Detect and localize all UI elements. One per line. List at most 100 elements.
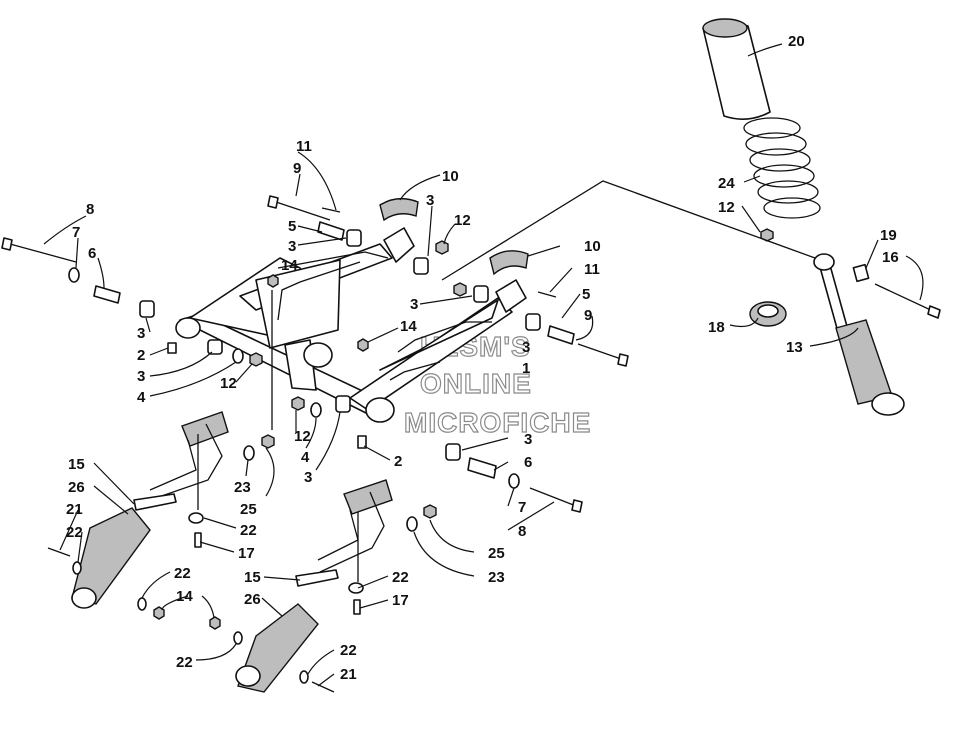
hardware-left — [1, 195, 449, 430]
washer-23-left — [243, 445, 255, 461]
bolt-17-left — [194, 532, 202, 548]
leader-lines — [43, 43, 924, 687]
callout-12: 12 — [454, 212, 471, 229]
bushing-3-c — [346, 229, 362, 247]
bolt-21-left — [47, 547, 71, 557]
strap-15-left — [133, 493, 177, 511]
callout-14: 14 — [176, 588, 193, 605]
linkage-rod-left — [277, 251, 389, 269]
bump-stop-10-lower — [489, 250, 529, 276]
callout-25: 25 — [240, 501, 257, 518]
callout-26: 26 — [68, 479, 85, 496]
callout-13: 13 — [786, 339, 803, 356]
callout-17: 17 — [238, 545, 255, 562]
bushing-3-g — [335, 395, 351, 413]
washer-22-f — [299, 670, 309, 684]
bolt-9-upper — [275, 201, 331, 221]
washer-22-e — [348, 582, 364, 594]
callout-3: 3 — [137, 368, 145, 385]
washer-22-a — [72, 561, 82, 575]
callout-18: 18 — [708, 319, 725, 336]
watermark-line-2: ONLINE — [420, 368, 532, 399]
callout-3: 3 — [524, 431, 532, 448]
callout-3: 3 — [288, 238, 296, 255]
upper-pivot-right — [495, 279, 527, 313]
callout-16: 16 — [882, 249, 899, 266]
callout-11: 11 — [584, 261, 600, 278]
callout-6: 6 — [524, 454, 532, 471]
shock-mount-line — [441, 180, 816, 281]
nut-12-lower — [291, 396, 305, 411]
washer-22-d — [233, 631, 243, 645]
callout-22: 22 — [340, 642, 357, 659]
callout-3: 3 — [426, 192, 434, 209]
strap-15-right — [295, 569, 339, 587]
callout-3: 3 — [410, 296, 418, 313]
shock-bottom-eye — [871, 392, 905, 416]
callout-21: 21 — [66, 501, 83, 518]
washer-23-right — [406, 516, 418, 532]
bushing-3-e — [473, 285, 489, 303]
callout-8: 8 — [518, 523, 526, 540]
callouts: 8 7 6 3 2 3 4 12 14 11 9 5 3 10 3 12 10 … — [66, 33, 899, 683]
pin-11-right — [537, 291, 557, 298]
callout-23: 23 — [488, 569, 505, 586]
washer-4-right — [310, 402, 322, 418]
callout-7-left: 7 — [72, 224, 80, 241]
callout-4: 4 — [137, 389, 146, 406]
callout-22: 22 — [392, 569, 409, 586]
shock-spring — [743, 117, 821, 219]
bolt-8-right — [529, 487, 577, 507]
bushing-3-a — [139, 300, 155, 318]
callout-19: 19 — [880, 227, 897, 244]
nut-14-left — [267, 274, 279, 288]
bushing-3-h — [445, 443, 461, 461]
callout-4: 4 — [301, 449, 310, 466]
pin-11-upper — [321, 207, 341, 213]
callout-15: 15 — [244, 569, 261, 586]
shock-boot-top — [702, 18, 748, 38]
callout-12-shock: 12 — [718, 199, 735, 216]
bolt-8-left — [9, 243, 77, 263]
nut-12-right — [453, 282, 467, 297]
nut-12-upper — [435, 240, 449, 255]
callout-22: 22 — [174, 565, 191, 582]
callout-8-left: 8 — [86, 201, 94, 218]
bolt-16 — [874, 283, 936, 313]
callout-9: 9 — [584, 307, 592, 324]
callout-10: 10 — [442, 168, 459, 185]
callout-3: 3 — [304, 469, 312, 486]
linkage-rod-right — [397, 321, 492, 353]
spacer-6-right — [467, 457, 497, 479]
callout-25: 25 — [488, 545, 505, 562]
bolt-17-right — [353, 599, 361, 615]
watermark-line-3: MICROFICHE — [404, 407, 591, 438]
shock-assembly — [441, 18, 941, 416]
callout-21: 21 — [340, 666, 357, 683]
nut-12-left — [249, 352, 263, 367]
callout-17: 17 — [392, 592, 409, 609]
callout-12: 12 — [220, 375, 237, 392]
nut-25-left — [261, 434, 275, 449]
nut-14-lower-right — [209, 616, 221, 630]
pivot-right — [365, 397, 395, 423]
shock-body — [835, 319, 893, 405]
callout-15: 15 — [68, 456, 85, 473]
callout-9: 9 — [293, 160, 301, 177]
callout-3: 3 — [137, 325, 145, 342]
bump-stop-10-upper — [379, 197, 419, 222]
callout-5: 5 — [288, 218, 296, 235]
spacer-5-upper — [317, 221, 345, 241]
nut-25-right — [423, 504, 437, 519]
washer-22-c — [137, 597, 147, 611]
shaft-hub — [303, 342, 333, 368]
washer-7-left — [68, 267, 80, 283]
fitting-2-left — [167, 342, 177, 354]
footrest-bracket-right — [343, 479, 393, 515]
callout-1: 1 — [522, 360, 530, 377]
bushing-19 — [852, 263, 870, 283]
callout-2: 2 — [394, 453, 402, 470]
callout-24: 24 — [718, 175, 735, 192]
callout-23: 23 — [234, 479, 251, 496]
